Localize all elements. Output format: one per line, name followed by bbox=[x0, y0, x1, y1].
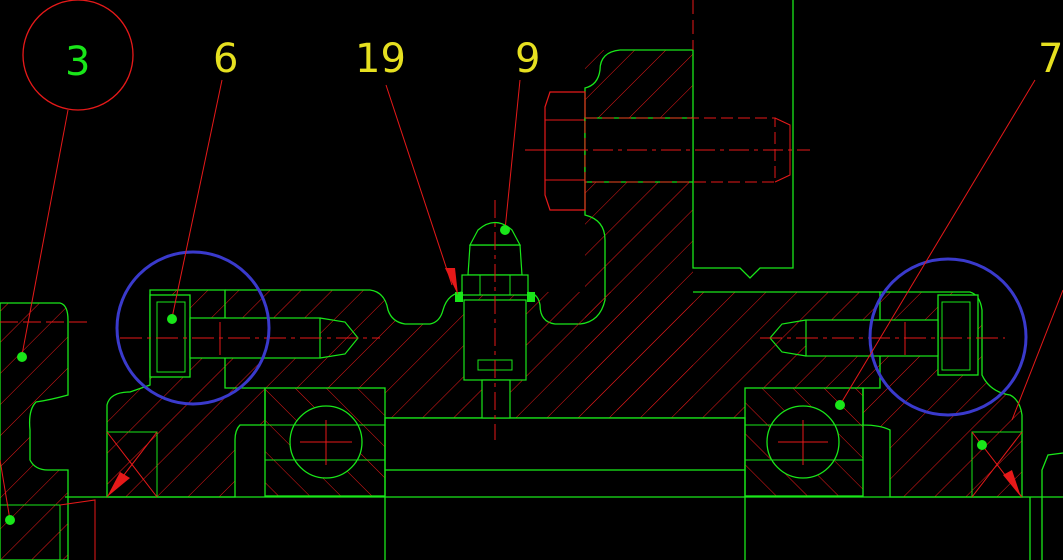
balloon-3-label: 3 bbox=[65, 39, 90, 85]
right-cap-screw bbox=[760, 294, 1005, 376]
highlight-circle-right bbox=[868, 257, 1028, 417]
right-bearing bbox=[744, 387, 864, 497]
balloon-3-circle bbox=[22, 0, 134, 111]
leader-lines bbox=[0, 79, 1063, 521]
part-label-7: 7 bbox=[1038, 36, 1063, 82]
grease-nipple bbox=[455, 200, 535, 440]
left-bearing bbox=[264, 387, 386, 497]
left-cap-screw bbox=[120, 294, 380, 378]
leader-arrowheads bbox=[107, 268, 1021, 497]
part-label-9: 9 bbox=[515, 36, 540, 82]
part-label-19: 19 bbox=[355, 36, 406, 82]
part-label-6: 6 bbox=[213, 36, 238, 82]
leader-node-dots bbox=[5, 225, 987, 525]
left-frame-part bbox=[0, 302, 96, 560]
hex-bolt-head bbox=[525, 91, 810, 211]
highlight-circle-left bbox=[115, 250, 271, 406]
right-frame-edge bbox=[1029, 452, 1063, 560]
